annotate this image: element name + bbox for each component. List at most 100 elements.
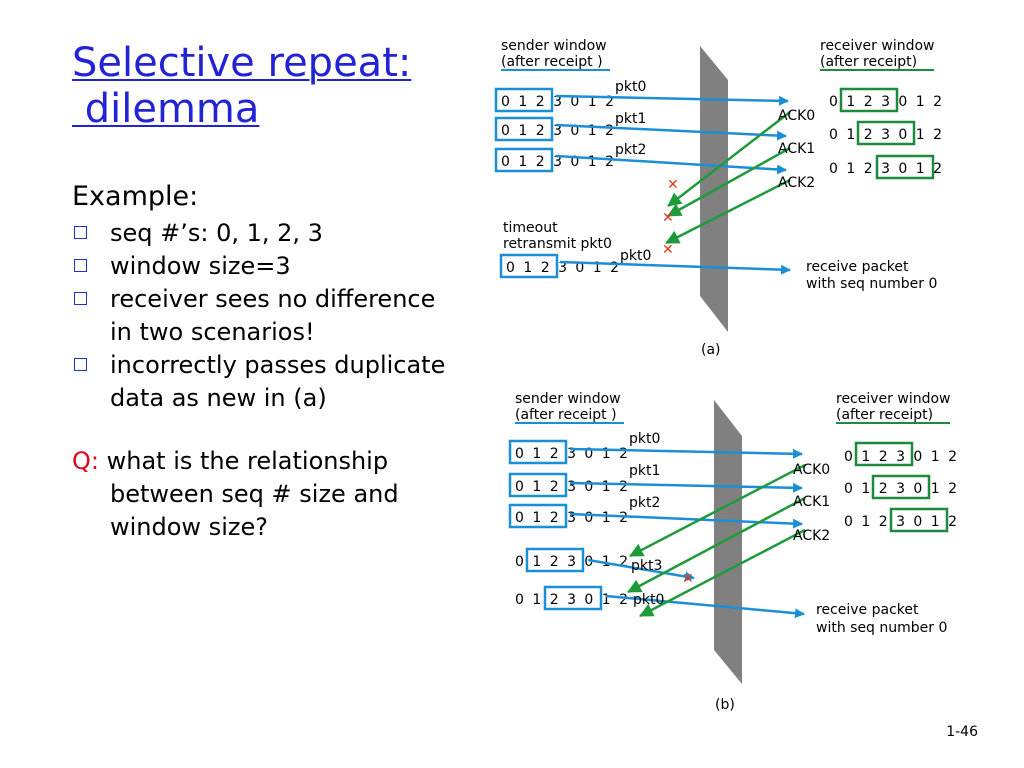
observation-bullets: receiver sees no difference in two scena… xyxy=(72,283,452,415)
receiver-header: receiver window xyxy=(820,38,934,54)
sender-window-row: 0 1 2 3 0 1 2 xyxy=(515,554,628,570)
sender-header: (after receipt ) xyxy=(515,407,617,423)
receiver-window-row: 0 1 2 3 0 1 2 xyxy=(829,127,942,143)
receiver-window-row: 0 1 2 3 0 1 2 xyxy=(844,449,957,465)
example-heading: Example: xyxy=(72,181,199,212)
bullet-item: seq #’s: 0, 1, 2, 3 xyxy=(72,217,452,250)
question: Q: what is the relationship between seq … xyxy=(72,445,452,544)
sender-window-box xyxy=(525,547,585,573)
sender-window-row: 0 1 2 3 0 1 2 xyxy=(515,510,628,526)
title-line-2: dilemma xyxy=(72,86,260,132)
receiver-window-row: 0 1 2 3 0 1 2 xyxy=(844,514,957,530)
packet-label: pkt2 xyxy=(615,142,646,158)
sender-header: sender window xyxy=(515,391,621,407)
ack-label: ACK1 xyxy=(778,141,815,157)
checkbox-bullet-icon xyxy=(74,292,87,305)
lost-packet-icon: ✕ xyxy=(682,571,694,587)
sender-window-box xyxy=(499,253,559,279)
ack-arrow xyxy=(627,496,806,594)
packet-label: pkt0 xyxy=(615,79,646,95)
timeout-label: retransmit pkt0 xyxy=(503,236,612,252)
receiver-window-box xyxy=(839,87,899,113)
receiver-header: (after receipt) xyxy=(820,54,917,70)
bullet-text: window size=3 xyxy=(110,252,291,280)
ack-label: ACK2 xyxy=(778,175,815,191)
title-line-1: Selective repeat: xyxy=(72,40,412,86)
lost-packet-icon: ✕ xyxy=(662,242,674,258)
ack-arrow xyxy=(667,111,791,207)
slide-body: Example: seq #’s: 0, 1, 2, 3 window size… xyxy=(72,180,452,544)
receiver-window-row: 0 1 2 3 0 1 2 xyxy=(829,94,942,110)
question-label: Q: xyxy=(72,447,99,475)
diagram-a: sender window (after receipt ) receiver … xyxy=(494,38,942,358)
sender-window-box xyxy=(494,87,554,113)
sender-header: (after receipt ) xyxy=(501,54,603,70)
packet-arrow xyxy=(555,154,787,175)
bullet-item: window size=3 xyxy=(72,250,452,283)
sender-window-box xyxy=(494,147,554,173)
sender-window-row: 0 1 2 3 0 1 2 xyxy=(515,479,628,495)
packet-label: pkt1 xyxy=(615,111,646,127)
ack-arrow xyxy=(639,528,806,618)
sender-window-box xyxy=(543,585,603,611)
receive-label: receive packet xyxy=(806,259,909,275)
ack-label: ACK0 xyxy=(793,462,830,478)
bullet-item: incorrectly passes duplicate data as new… xyxy=(72,349,452,415)
sender-window-box xyxy=(508,503,568,529)
receiver-window-row: 0 1 2 3 0 1 2 xyxy=(829,161,942,177)
packet-arrow xyxy=(569,512,803,529)
packet-label: pkt0 xyxy=(620,248,651,264)
receive-label: with seq number 0 xyxy=(806,276,937,292)
receiver-window-box xyxy=(856,120,916,146)
bullet-item: receiver sees no difference in two scena… xyxy=(72,283,452,349)
packet-arrow xyxy=(559,260,791,275)
bullet-text: incorrectly passes duplicate data as new… xyxy=(110,351,446,412)
receiver-window-box xyxy=(871,474,931,500)
ack-arrow xyxy=(629,463,806,558)
receiver-window-box xyxy=(854,441,914,467)
sender-window-box xyxy=(508,472,568,498)
packet-arrow xyxy=(569,447,803,459)
timeout-label: timeout xyxy=(503,220,558,236)
ack-label: ACK1 xyxy=(793,494,830,510)
diagram-caption: (a) xyxy=(701,342,721,358)
checkbox-bullet-icon xyxy=(74,226,87,239)
sender-header: sender window xyxy=(501,38,607,54)
example-bullets: seq #’s: 0, 1, 2, 3 window size=3 xyxy=(72,217,452,283)
ack-arrow xyxy=(667,146,791,218)
bullet-text: receiver sees no difference in two scena… xyxy=(110,285,436,346)
page-number: 1-46 xyxy=(946,724,978,740)
receiver-window-box xyxy=(889,507,949,533)
packet-arrow xyxy=(587,558,695,582)
receiver-window-box xyxy=(875,154,935,180)
network-wall xyxy=(714,400,742,684)
packet-label: pkt2 xyxy=(629,495,660,511)
sender-window-box xyxy=(494,116,554,142)
packet-arrow xyxy=(555,123,787,141)
bullet-text: seq #’s: 0, 1, 2, 3 xyxy=(110,219,323,247)
receiver-window-row: 0 1 2 3 0 1 2 xyxy=(844,481,957,497)
diagram-b: sender window (after receipt ) receiver … xyxy=(508,391,957,713)
receive-label: receive packet xyxy=(816,602,919,618)
packet-label: pkt1 xyxy=(629,463,660,479)
sender-window-box xyxy=(508,439,568,465)
ack-label: ACK0 xyxy=(778,108,815,124)
slide-title: Selective repeat: dilemma xyxy=(72,40,411,132)
question-text: what is the relationship between seq # s… xyxy=(98,447,399,541)
lost-packet-icon: ✕ xyxy=(667,177,679,193)
packet-arrow xyxy=(555,94,789,106)
receive-label: with seq number 0 xyxy=(816,620,947,636)
receiver-header: receiver window xyxy=(836,391,950,407)
sender-window-row: 0 1 2 3 0 1 2 xyxy=(515,592,628,608)
diagram-caption: (b) xyxy=(715,697,735,713)
checkbox-bullet-icon xyxy=(74,259,87,272)
packet-label: pkt3 xyxy=(631,558,662,574)
ack-label: ACK2 xyxy=(793,528,830,544)
ack-arrow xyxy=(665,178,791,245)
lost-packet-icon: ✕ xyxy=(662,210,674,226)
sender-window-row: 0 1 2 3 0 1 2 xyxy=(501,94,614,110)
checkbox-bullet-icon xyxy=(74,358,87,371)
packet-label: pkt0 xyxy=(629,431,660,447)
receiver-header: (after receipt) xyxy=(836,407,933,423)
